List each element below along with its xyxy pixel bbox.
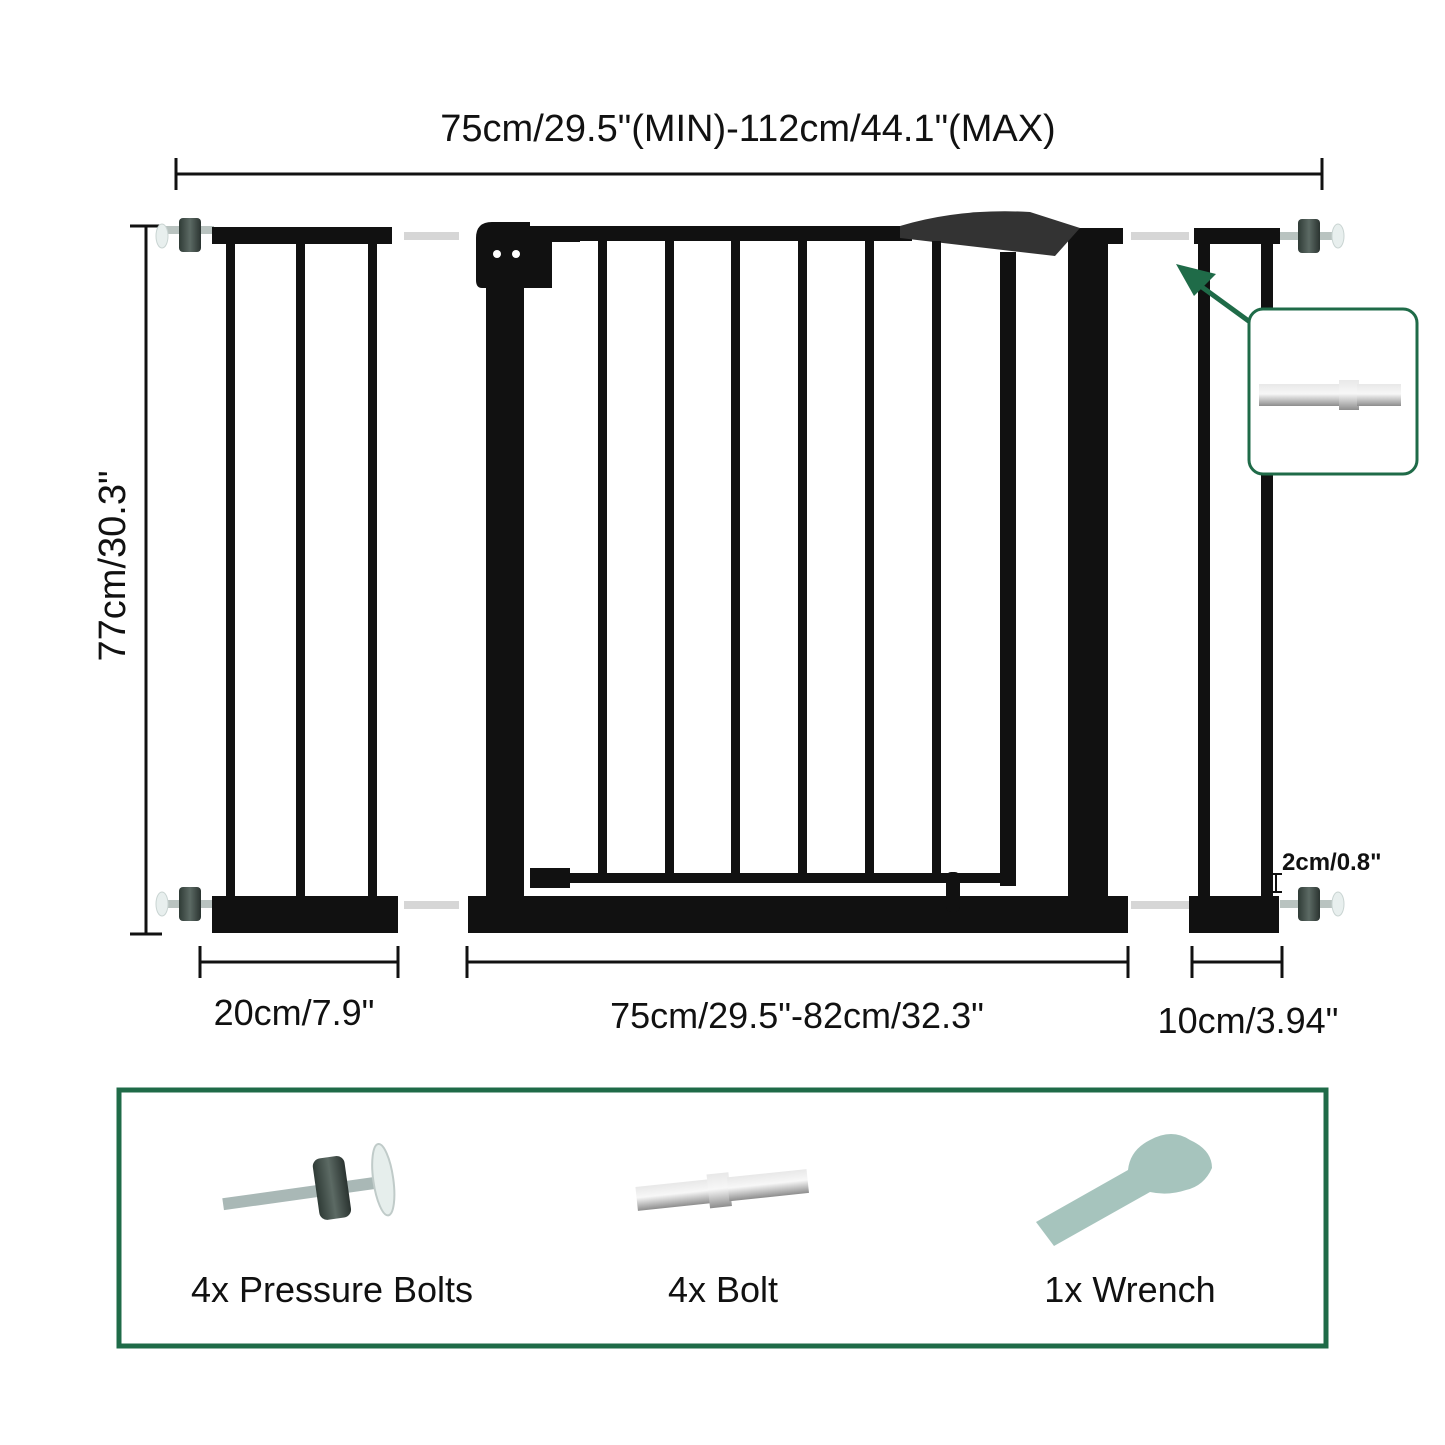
parts-box: 4x Pressure Bolts 4x Bolt 1x Wrench <box>116 1087 1329 1349</box>
height-dimension: 77cm/30.3" <box>92 224 162 936</box>
gate-width-label: 75cm/29.5"-82cm/32.3" <box>610 995 984 1036</box>
bolt-callout <box>1176 264 1419 476</box>
pressure-bolt-icon <box>1280 887 1345 921</box>
main-gate <box>468 211 1128 933</box>
pressure-bolt-icon <box>1280 219 1345 253</box>
bolt-icon <box>635 1169 809 1211</box>
overall-width-dimension: 75cm/29.5"(MIN)-112cm/44.1"(MAX) <box>174 108 1324 190</box>
pressure-bolt-icon <box>155 887 214 921</box>
bolt-spacing-label: 2cm/0.8" <box>1282 849 1381 876</box>
part-label-wrench: 1x Wrench <box>1044 1269 1215 1310</box>
right-extension-dimension: 10cm/3.94" <box>1158 946 1339 1041</box>
bolt-spacing-dimension: 2cm/0.8" <box>1270 849 1381 893</box>
wrench-icon <box>1036 1134 1212 1246</box>
part-label-pressure-bolts: 4x Pressure Bolts <box>191 1269 473 1310</box>
part-wrench: 1x Wrench <box>1036 1134 1216 1310</box>
part-bolt: 4x Bolt <box>635 1169 809 1310</box>
bolt-icon <box>1259 380 1401 410</box>
gate-width-dimension: 75cm/29.5"-82cm/32.3" <box>465 946 1130 1036</box>
left-extension-dimension: 20cm/7.9" <box>198 946 400 1033</box>
right-extension-label: 10cm/3.94" <box>1158 1000 1339 1041</box>
part-pressure-bolts: 4x Pressure Bolts <box>191 1143 473 1310</box>
left-extension-label: 20cm/7.9" <box>214 992 375 1033</box>
part-label-bolt: 4x Bolt <box>668 1269 778 1310</box>
pressure-bolt-icon <box>222 1143 396 1220</box>
overall-width-label: 75cm/29.5"(MIN)-112cm/44.1"(MAX) <box>440 108 1055 150</box>
height-label: 77cm/30.3" <box>92 471 134 662</box>
pressure-bolt-icon <box>155 218 214 252</box>
left-extension-panel <box>155 218 459 933</box>
